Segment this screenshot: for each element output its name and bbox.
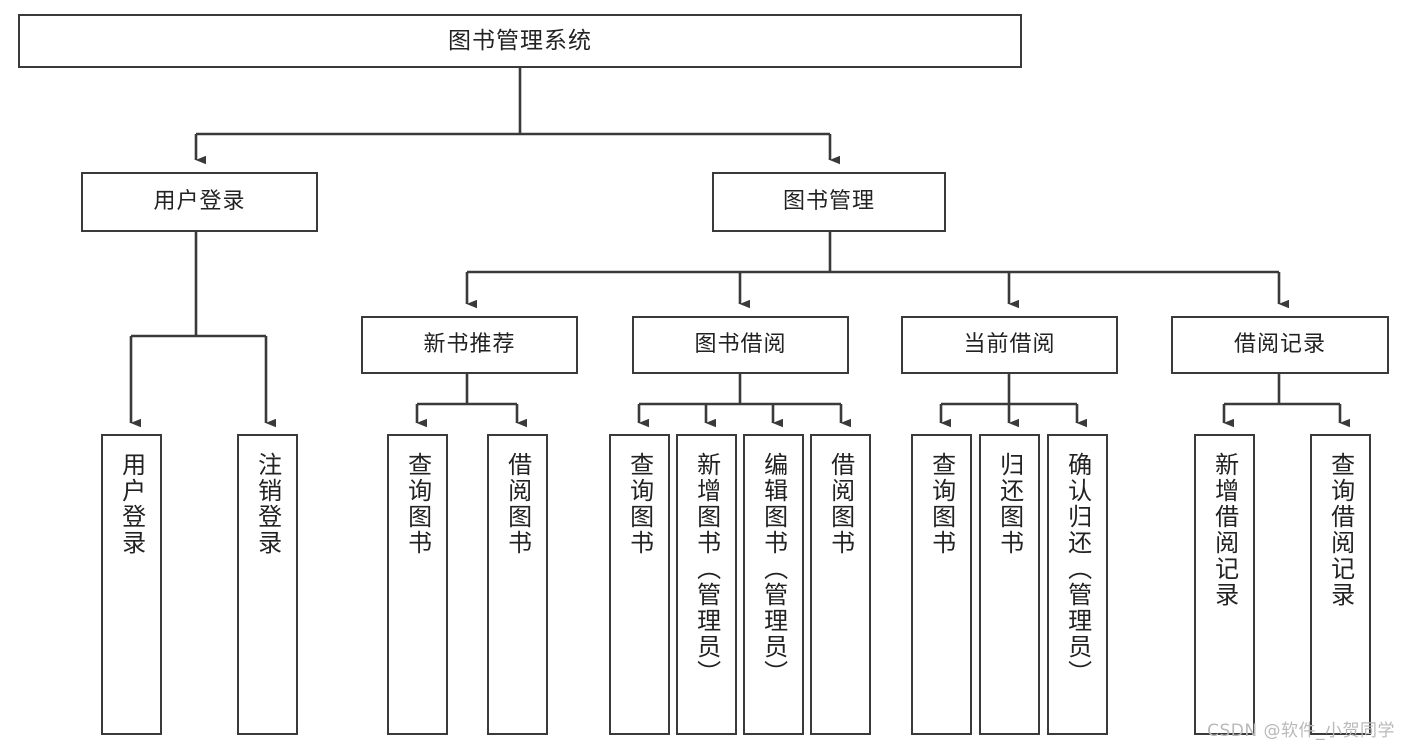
node-label: 新增图书（管理员） bbox=[692, 452, 721, 686]
leaf-borrow-book[interactable]: 借阅图书 bbox=[810, 434, 871, 735]
node-label: 新增借阅记录 bbox=[1210, 452, 1239, 608]
node-book-management[interactable]: 图书管理 bbox=[712, 172, 946, 232]
node-label: 用户登录 bbox=[153, 189, 246, 215]
node-label: 图书管理系统 bbox=[448, 27, 592, 54]
node-label: 查询图书 bbox=[625, 452, 654, 556]
leaf-query-borrow-record[interactable]: 查询借阅记录 bbox=[1310, 434, 1371, 735]
node-label: 查询图书 bbox=[927, 452, 956, 556]
node-label: 借阅记录 bbox=[1233, 332, 1326, 358]
leaf-confirm-return-admin[interactable]: 确认归还（管理员） bbox=[1047, 434, 1108, 735]
node-user-login[interactable]: 用户登录 bbox=[81, 172, 318, 232]
leaf-edit-book-admin[interactable]: 编辑图书（管理员） bbox=[743, 434, 804, 735]
node-label: 用户登录 bbox=[117, 452, 146, 556]
node-book-borrow[interactable]: 图书借阅 bbox=[632, 316, 849, 374]
node-root-system[interactable]: 图书管理系统 bbox=[18, 14, 1022, 68]
node-label: 图书借阅 bbox=[694, 332, 787, 358]
node-label: 借阅图书 bbox=[826, 452, 855, 556]
node-new-book-recommend[interactable]: 新书推荐 bbox=[361, 316, 578, 374]
leaf-borrow-book-recommend[interactable]: 借阅图书 bbox=[487, 434, 548, 735]
leaf-add-borrow-record[interactable]: 新增借阅记录 bbox=[1194, 434, 1255, 735]
node-label: 查询图书 bbox=[403, 452, 432, 556]
leaf-logout[interactable]: 注销登录 bbox=[237, 434, 298, 735]
leaf-query-book-current[interactable]: 查询图书 bbox=[911, 434, 972, 735]
node-label: 图书管理 bbox=[782, 189, 875, 215]
node-label: 当前借阅 bbox=[963, 332, 1056, 358]
node-label: 新书推荐 bbox=[423, 332, 516, 358]
leaf-query-book-recommend[interactable]: 查询图书 bbox=[387, 434, 448, 735]
node-label: 借阅图书 bbox=[503, 452, 532, 556]
node-current-borrow[interactable]: 当前借阅 bbox=[901, 316, 1118, 374]
node-label: 编辑图书（管理员） bbox=[759, 452, 788, 686]
leaf-query-book-borrow[interactable]: 查询图书 bbox=[609, 434, 670, 735]
leaf-user-login[interactable]: 用户登录 bbox=[101, 434, 162, 735]
node-label: 注销登录 bbox=[253, 452, 282, 556]
node-borrow-record[interactable]: 借阅记录 bbox=[1171, 316, 1389, 374]
node-label: 确认归还（管理员） bbox=[1063, 452, 1092, 686]
node-label: 归还图书 bbox=[995, 452, 1024, 556]
leaf-return-book[interactable]: 归还图书 bbox=[979, 434, 1040, 735]
leaf-add-book-admin[interactable]: 新增图书（管理员） bbox=[676, 434, 737, 735]
node-label: 查询借阅记录 bbox=[1326, 452, 1355, 608]
watermark: CSDN @软件_小贺同学 bbox=[1207, 721, 1395, 741]
